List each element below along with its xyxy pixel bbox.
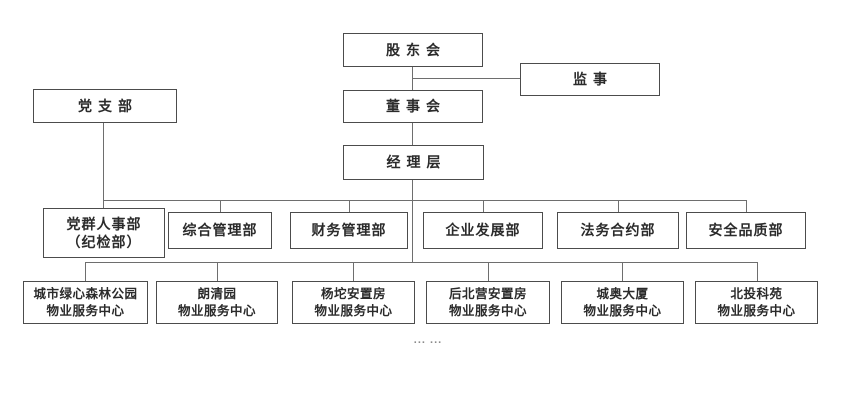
node-label-line1: 城奥大厦 (596, 287, 649, 302)
connector-management-buses (412, 180, 413, 262)
node-dept-enterprise-development: 企业发展部 (423, 212, 543, 249)
node-center-beitou-keyuan: 北投科苑 物业服务中心 (695, 281, 818, 324)
node-board-of-directors: 董事会 (343, 90, 483, 123)
more-items-ellipsis: ... ... (413, 334, 443, 346)
node-management-level: 经理层 (343, 145, 484, 180)
node-label-line1: 后北营安置房 (448, 287, 527, 302)
node-label-line1: 城市绿心森林公园 (33, 287, 138, 302)
node-dept-legal-contract: 法务合约部 (557, 212, 679, 249)
node-label-line1: 北投科苑 (730, 287, 783, 302)
connector-board-management (412, 123, 413, 145)
stub-center-4 (488, 262, 489, 281)
node-center-forest-park: 城市绿心森林公园 物业服务中心 (23, 281, 148, 324)
node-label: 法务合约部 (580, 222, 656, 239)
node-label-line2: 物业服务中心 (46, 303, 125, 318)
node-label-line1: 朗清园 (197, 287, 237, 302)
node-shareholders-meeting: 股东会 (343, 33, 483, 67)
node-label: 股东会 (386, 41, 446, 58)
stub-dept-2 (220, 200, 221, 212)
node-center-yangtuo: 杨坨安置房 物业服务中心 (292, 281, 415, 324)
node-label: 财务管理部 (311, 222, 387, 239)
stub-dept-3 (349, 200, 350, 212)
node-label-line2: 物业服务中心 (717, 303, 796, 318)
node-supervisor: 监事 (520, 63, 660, 96)
stub-dept-4 (483, 200, 484, 212)
node-label: 党支部 (78, 97, 138, 114)
stub-center-2 (217, 262, 218, 281)
node-dept-safety-quality: 安全品质部 (686, 212, 806, 249)
node-label: 安全品质部 (708, 222, 784, 239)
node-center-houbeiying: 后北营安置房 物业服务中心 (426, 281, 550, 324)
stub-center-5 (622, 262, 623, 281)
node-label-line2: 物业服务中心 (314, 303, 393, 318)
node-dept-general-management: 综合管理部 (168, 212, 272, 249)
node-center-langqingyuan: 朗清园 物业服务中心 (156, 281, 278, 324)
connector-branch-supervisor (413, 78, 520, 79)
node-label: 监事 (573, 71, 613, 88)
bus-service-centers (85, 262, 757, 263)
stub-center-6 (757, 262, 758, 281)
node-party-branch: 党支部 (33, 89, 177, 123)
stub-center-3 (353, 262, 354, 281)
node-label: 经理层 (386, 154, 447, 171)
node-dept-finance: 财务管理部 (290, 212, 408, 249)
node-label-line2: 物业服务中心 (583, 303, 662, 318)
bus-departments (104, 200, 746, 201)
connector-party-branch-down (103, 123, 104, 208)
connector-shareholders-board (412, 67, 413, 90)
stub-center-1 (85, 262, 86, 281)
stub-dept-6 (746, 200, 747, 212)
stub-dept-5 (618, 200, 619, 212)
node-label-line1: 党群人事部 (66, 215, 142, 232)
node-label-line2: （纪检部） (66, 234, 142, 250)
node-dept-party-personnel: 党群人事部 （纪检部） (43, 208, 165, 258)
node-label: 董事会 (386, 98, 446, 115)
node-label-line2: 物业服务中心 (177, 303, 256, 318)
node-center-chengao-tower: 城奥大厦 物业服务中心 (561, 281, 684, 324)
node-label: 企业发展部 (445, 222, 521, 239)
node-label: 综合管理部 (182, 222, 258, 239)
node-label-line1: 杨坨安置房 (320, 287, 386, 302)
node-label-line2: 物业服务中心 (448, 303, 527, 318)
